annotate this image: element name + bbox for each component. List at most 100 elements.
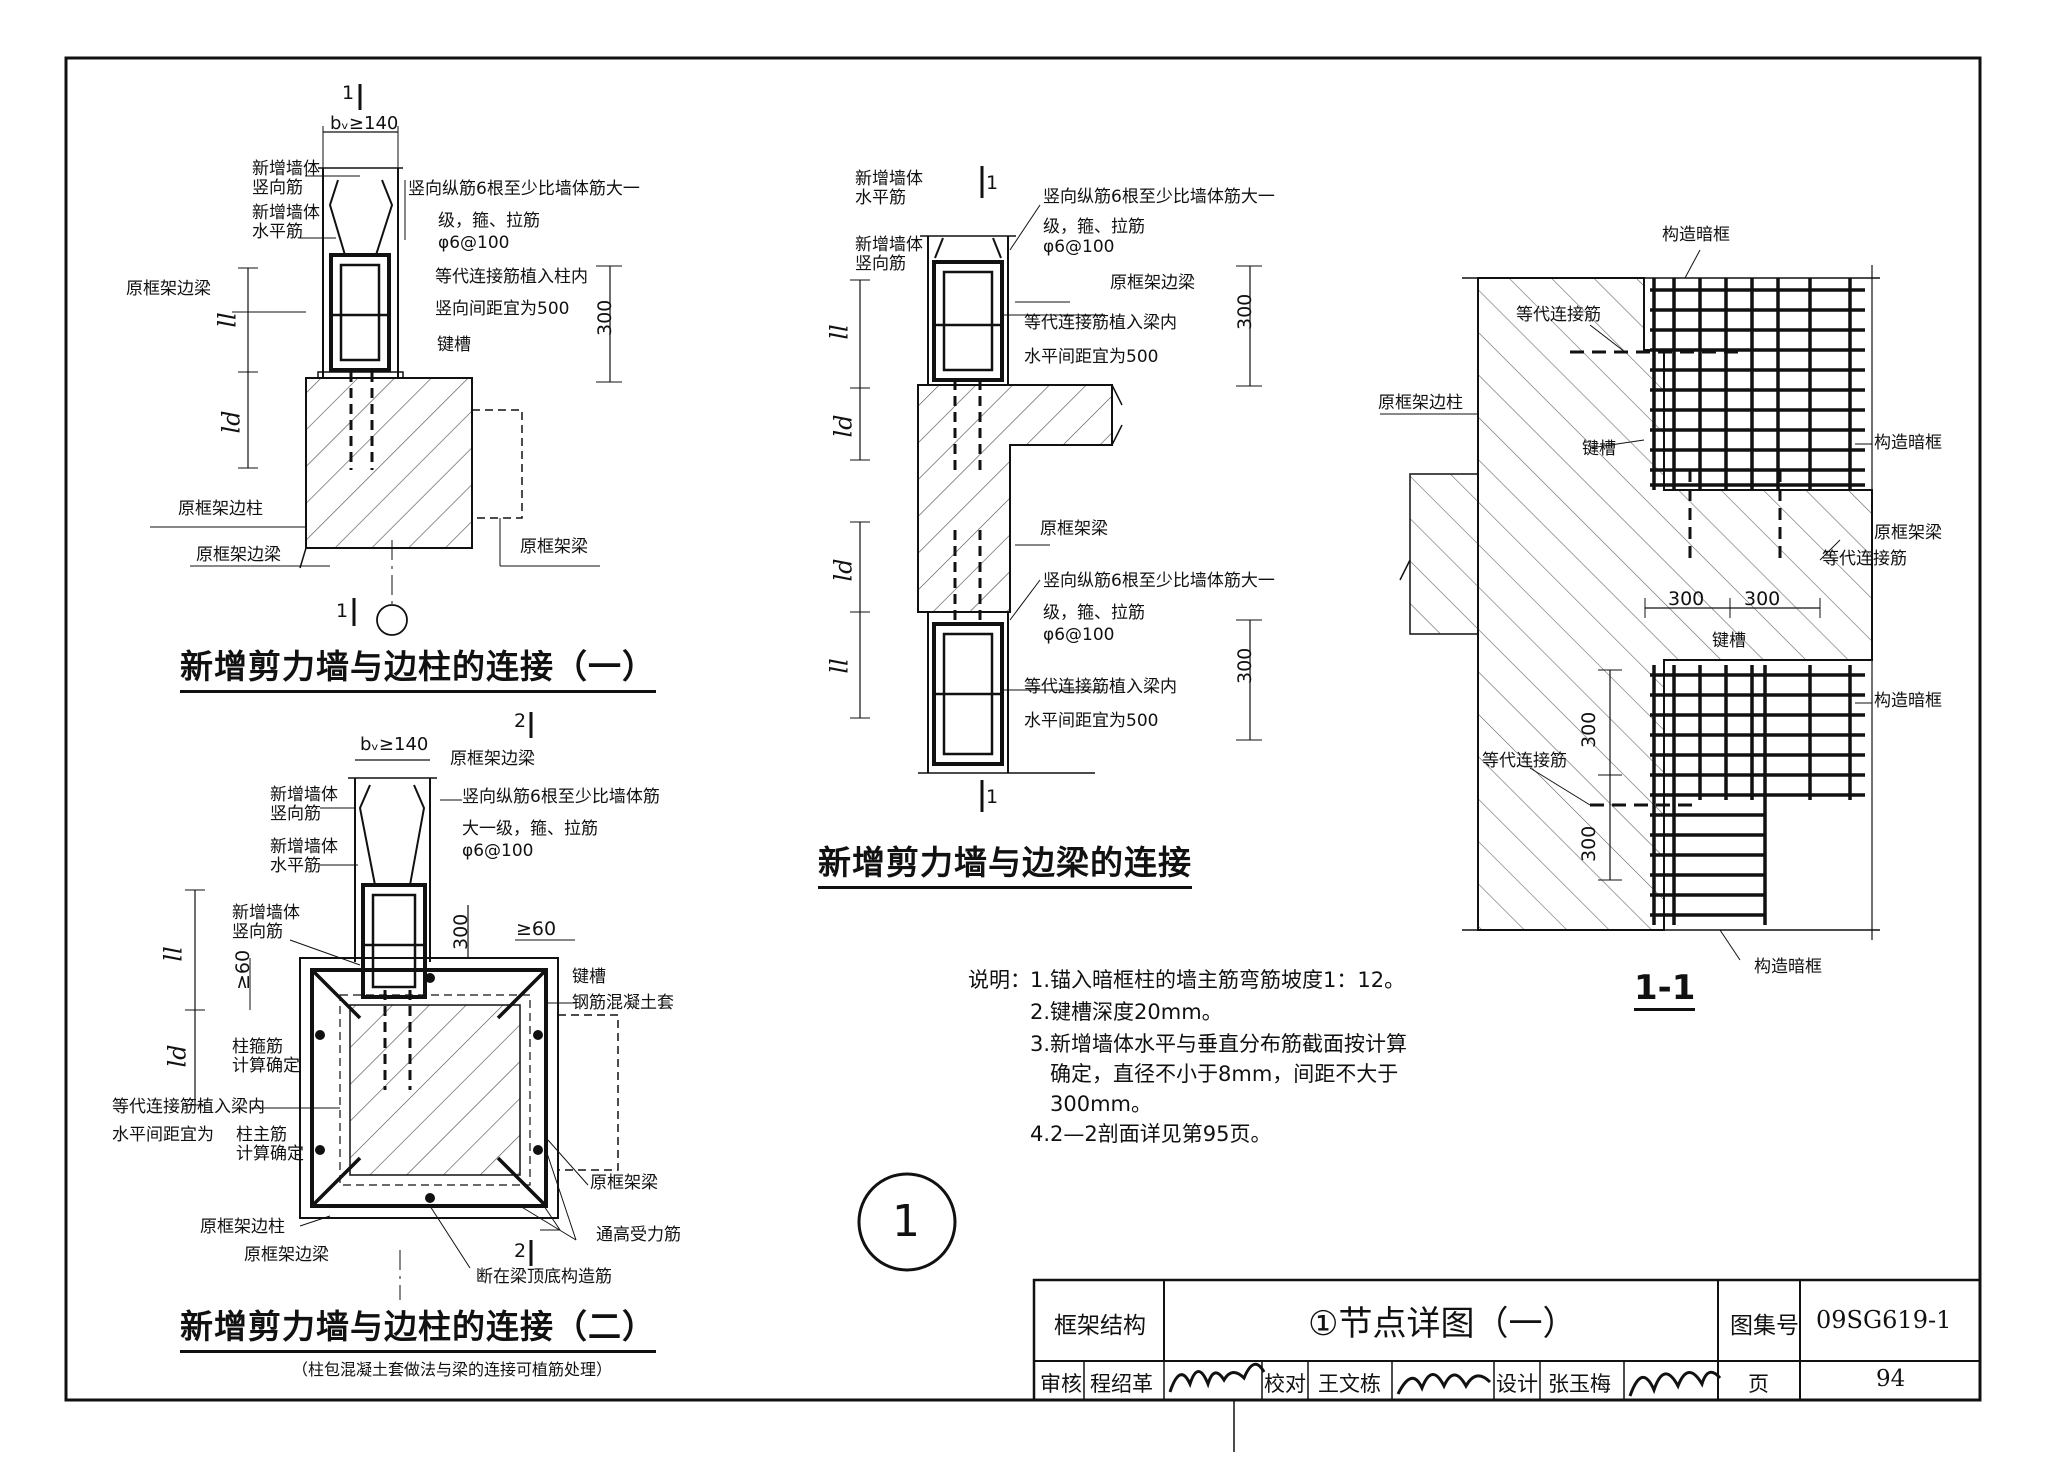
d4-section-mark-bottom: 2 bbox=[514, 1240, 527, 1262]
d1-label-orig-edge-beam-top: 原框架边梁 bbox=[126, 279, 211, 299]
d4-label-rc-jacket: 钢筋混凝土套 bbox=[572, 993, 674, 1013]
d4-label-key-slot: 键槽 bbox=[572, 967, 606, 987]
d3-label-struct-frame-right: 构造暗框 bbox=[1874, 433, 1942, 453]
tb-drawing-title: ①节点详图（一） bbox=[1308, 1304, 1577, 1344]
d2-label-h-spacing-a: 水平间距宜为500 bbox=[1024, 347, 1159, 367]
d1-title: 新增剪力墙与边柱的连接（一） bbox=[180, 640, 656, 693]
notes-item: 1.锚入暗框柱的墙主筋弯筋坡度1：12。 bbox=[1030, 968, 1406, 992]
d3-label-orig-edge-col: 原框架边柱 bbox=[1378, 393, 1463, 413]
d2-label-new-wall-vertical: 新增墙体 竖向筋 bbox=[855, 235, 923, 274]
d4-label-col-stirrup: 柱箍筋 计算确定 bbox=[232, 1037, 300, 1076]
d2-dim-300a: 300 bbox=[1234, 293, 1256, 330]
d2-label-orig-beam: 原框架梁 bbox=[1040, 519, 1108, 539]
tb-designer: 张玉梅 bbox=[1548, 1372, 1611, 1396]
d1-label-key-slot: 键槽 bbox=[437, 335, 471, 355]
d1-section-mark-bottom: 1 bbox=[336, 600, 349, 622]
d2-dim-300b: 300 bbox=[1234, 647, 1256, 684]
diagram-4-drawing bbox=[185, 712, 619, 1300]
d3-label-struct-frame-top: 构造暗框 bbox=[1662, 225, 1730, 245]
d2-title: 新增剪力墙与边梁的连接 bbox=[818, 836, 1192, 889]
d3-label-equiv-bar-top: 等代连接筋 bbox=[1516, 305, 1601, 325]
d1-label-orig-edge-beam: 原框架边梁 bbox=[196, 545, 281, 565]
notes-item: 300mm。 bbox=[1050, 1092, 1152, 1116]
d4-label-through-bars: 通高受力筋 bbox=[596, 1225, 681, 1245]
d3-label-struct-frame-right2: 构造暗框 bbox=[1874, 691, 1942, 711]
d2-label-equiv-into-beam-b: 等代连接筋植入梁内 bbox=[1024, 677, 1177, 697]
tb-reviewer: 程绍革 bbox=[1090, 1372, 1153, 1396]
d3-label-orig-beam: 原框架梁 bbox=[1874, 523, 1942, 543]
d4-label-h-spacing: 水平间距宜为 bbox=[112, 1125, 214, 1145]
d3-label-equiv-bar-bottom: 等代连接筋 bbox=[1482, 751, 1567, 771]
d4-label-col-main: 柱主筋 计算确定 bbox=[236, 1125, 304, 1164]
d1-label-new-wall-vertical: 新增墙体 竖向筋 bbox=[252, 159, 320, 198]
checker-signature bbox=[1396, 1373, 1492, 1395]
d2-label-orig-edge-beam: 原框架边梁 bbox=[1110, 273, 1195, 293]
tb-atlas-label: 图集号 bbox=[1730, 1313, 1799, 1339]
d4-label-orig-beam: 原框架梁 bbox=[590, 1173, 658, 1193]
d3-dim-300-3: 300 bbox=[1578, 711, 1600, 748]
d4-section-mark-top: 2 bbox=[514, 710, 527, 732]
d2-label-stirrups-a: 级，箍、拉筋 bbox=[1043, 217, 1145, 237]
notes-heading: 说明： bbox=[968, 968, 1031, 992]
d4-label-new-wall-horizontal: 新增墙体 水平筋 bbox=[270, 837, 338, 876]
d4-label-stirrups: 大一级，箍、拉筋 bbox=[462, 819, 598, 839]
d1-label-orig-beam: 原框架梁 bbox=[520, 537, 588, 557]
d4-dim-60a: ≥60 bbox=[516, 918, 557, 940]
d2-dim-ld-top: ld bbox=[829, 414, 858, 438]
diagram-1-drawing bbox=[150, 84, 622, 636]
d1-dim-ll: ll bbox=[213, 312, 242, 328]
d2-label-stirrups-b: 级，箍、拉筋 bbox=[1043, 603, 1145, 623]
d4-dim-60b: ≥60 bbox=[232, 949, 254, 990]
d2-dim-ll-bottom: ll bbox=[825, 658, 854, 674]
d4-label-equiv-into-beam: 等代连接筋植入梁内 bbox=[112, 1097, 265, 1117]
d1-label-phi: φ6@100 bbox=[438, 233, 510, 253]
d4-label-orig-edge-col: 原框架边柱 bbox=[200, 1217, 285, 1237]
d4-label-vertical-bars: 竖向纵筋6根至少比墙体筋 bbox=[462, 787, 660, 807]
d3-dim-300-2: 300 bbox=[1744, 588, 1781, 610]
tb-design-label: 设计 bbox=[1496, 1372, 1538, 1396]
tb-page-no: 94 bbox=[1876, 1366, 1906, 1392]
d2-label-vertical-bars-b: 竖向纵筋6根至少比墙体筋大一 bbox=[1043, 571, 1275, 591]
d3-dim-300-1: 300 bbox=[1668, 588, 1705, 610]
d1-label-stirrups: 级，箍、拉筋 bbox=[438, 211, 540, 231]
d4-title: 新增剪力墙与边柱的连接（二） bbox=[180, 1300, 656, 1353]
diagram-3-drawing bbox=[1380, 249, 1880, 961]
d3-label-key-slot-mid: 键槽 bbox=[1712, 631, 1746, 651]
notes-item: 2.键槽深度20mm。 bbox=[1030, 1000, 1223, 1024]
d2-dim-ll-top: ll bbox=[825, 324, 854, 340]
d4-dim-bw: bᵥ≥140 bbox=[360, 734, 429, 755]
d2-label-vertical-bars-a: 竖向纵筋6根至少比墙体筋大一 bbox=[1043, 187, 1275, 207]
diagram-2-drawing bbox=[850, 166, 1262, 812]
d2-section-mark-top: 1 bbox=[986, 172, 999, 194]
d2-label-phi-b: φ6@100 bbox=[1043, 625, 1115, 645]
detail-mark-circle bbox=[857, 1172, 957, 1272]
d1-label-orig-edge-col: 原框架边柱 bbox=[178, 499, 263, 519]
tb-check-label: 校对 bbox=[1264, 1372, 1306, 1396]
d1-label-equiv-into-col: 等代连接筋植入柱内 bbox=[435, 267, 588, 287]
notes-item: 4.2—2剖面详见第95页。 bbox=[1030, 1122, 1272, 1146]
d3-label-equiv-bar-right: 等代连接筋 bbox=[1822, 549, 1907, 569]
d4-dim-ll: ll bbox=[159, 946, 188, 962]
d4-label-phi: φ6@100 bbox=[462, 841, 534, 861]
tb-page-label: 页 bbox=[1748, 1372, 1769, 1396]
d4-subtitle: （柱包混凝土套做法与梁的连接可植筋处理） bbox=[292, 1360, 613, 1379]
d2-dim-ld-bottom: ld bbox=[829, 558, 858, 582]
d1-dim-300: 300 bbox=[594, 299, 616, 336]
d4-label-new-wall-vertical: 新增墙体 竖向筋 bbox=[270, 785, 338, 824]
d2-label-phi-a: φ6@100 bbox=[1043, 237, 1115, 257]
d2-label-h-spacing-b: 水平间距宜为500 bbox=[1024, 711, 1159, 731]
d1-dim-ld: ld bbox=[217, 410, 246, 434]
d1-label-new-wall-horizontal: 新增墙体 水平筋 bbox=[252, 203, 320, 242]
d2-section-mark-bottom: 1 bbox=[986, 786, 999, 808]
reviewer-signature bbox=[1168, 1362, 1266, 1393]
d4-label-orig-edge-beam: 原框架边梁 bbox=[244, 1245, 329, 1265]
d3-title: 1-1 bbox=[1634, 968, 1696, 1011]
d4-dim-300: 300 bbox=[450, 913, 472, 950]
sheet-border bbox=[64, 56, 1982, 1402]
notes-item: 确定，直径不小于8mm，间距不大于 bbox=[1050, 1062, 1399, 1086]
d4-dim-ld: ld bbox=[163, 1044, 192, 1068]
notes-item: 3.新增墙体水平与垂直分布筋截面按计算 bbox=[1030, 1032, 1408, 1056]
designer-signature bbox=[1628, 1370, 1722, 1397]
